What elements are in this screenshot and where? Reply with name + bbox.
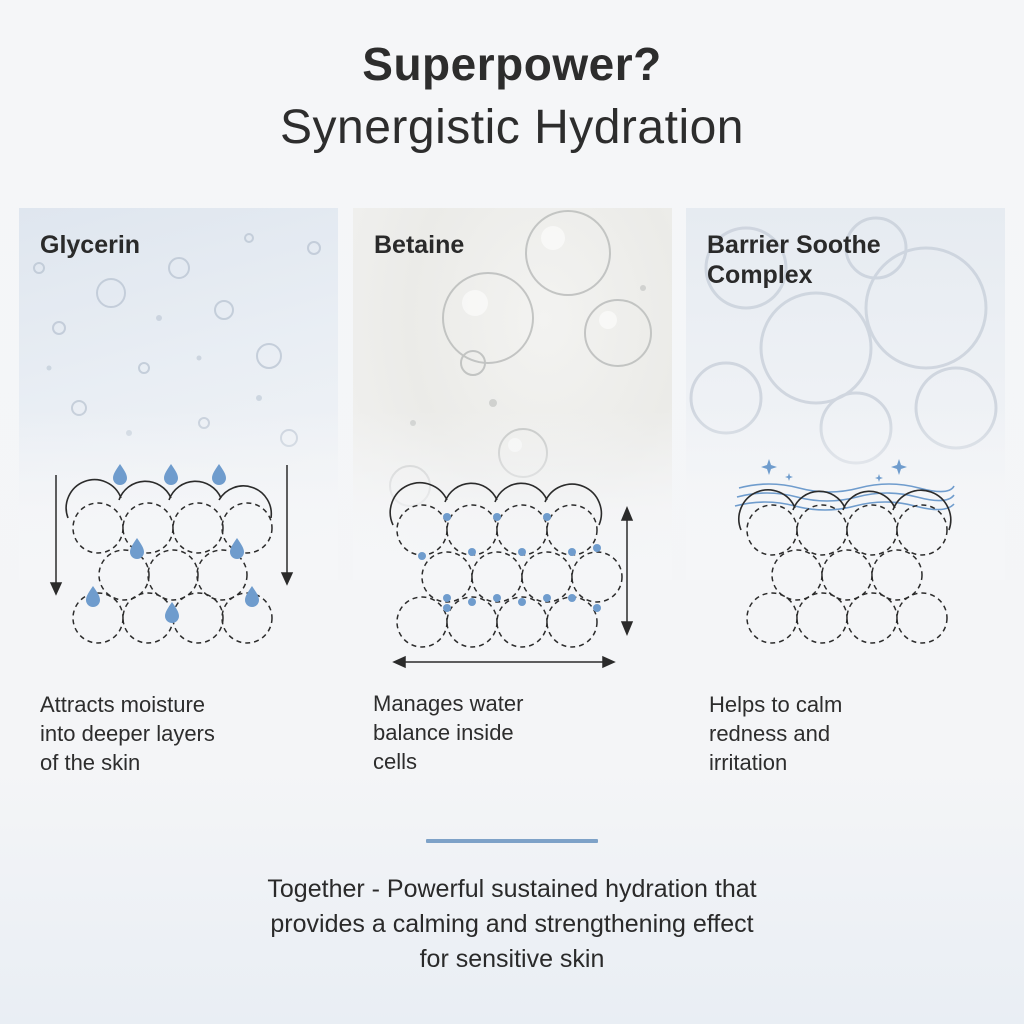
glycerin-description-line2: into deeper layers <box>40 721 215 746</box>
glycerin-title: Glycerin <box>40 231 141 259</box>
glycerin-description-line1: Attracts moisture <box>40 692 206 717</box>
skin-cell-diagrams <box>49 459 955 669</box>
barrier-soothe-description-line1: Helps to calm <box>709 692 843 717</box>
betaine-description: Manages water balance inside cells <box>373 689 643 776</box>
betaine-diagram <box>389 481 634 669</box>
barrier-soothe-description: Helps to calm redness and irritation <box>709 690 979 777</box>
summary-line2: provides a calming and strengthening eff… <box>270 910 754 938</box>
barrier-soothe-title: Barrier Soothe Complex <box>707 230 881 290</box>
summary-line1: Together - Powerful sustained hydration … <box>267 875 757 903</box>
barrier-soothe-title-line2: Complex <box>707 261 813 289</box>
barrier-soothe-card: Barrier Soothe Complex <box>686 208 1005 580</box>
glycerin-description: Attracts moisture into deeper layers of … <box>40 690 310 777</box>
glycerin-diagram <box>49 464 294 644</box>
barrier-soothe-description-line3: irritation <box>709 750 788 775</box>
barrier-soothe-diagram <box>734 459 955 644</box>
betaine-description-line1: Manages water <box>373 691 524 716</box>
barrier-soothe-description-line2: redness and <box>709 721 831 746</box>
summary-text: Together - Powerful sustained hydration … <box>100 872 924 977</box>
section-divider <box>426 839 598 843</box>
summary-line3: for sensitive skin <box>419 945 605 973</box>
betaine-description-line2: balance inside <box>373 720 514 745</box>
glycerin-card: Glycerin <box>19 208 338 580</box>
betaine-card: Betaine <box>353 208 672 580</box>
barrier-soothe-title-line1: Barrier Soothe <box>707 231 881 259</box>
betaine-description-line3: cells <box>373 749 418 774</box>
page-title-line2: Synergistic Hydration <box>279 101 744 154</box>
betaine-title: Betaine <box>374 231 465 259</box>
glycerin-description-line3: of the skin <box>40 750 141 775</box>
page-title-line1: Superpower? <box>362 38 662 90</box>
water-droplets-background <box>389 210 652 507</box>
